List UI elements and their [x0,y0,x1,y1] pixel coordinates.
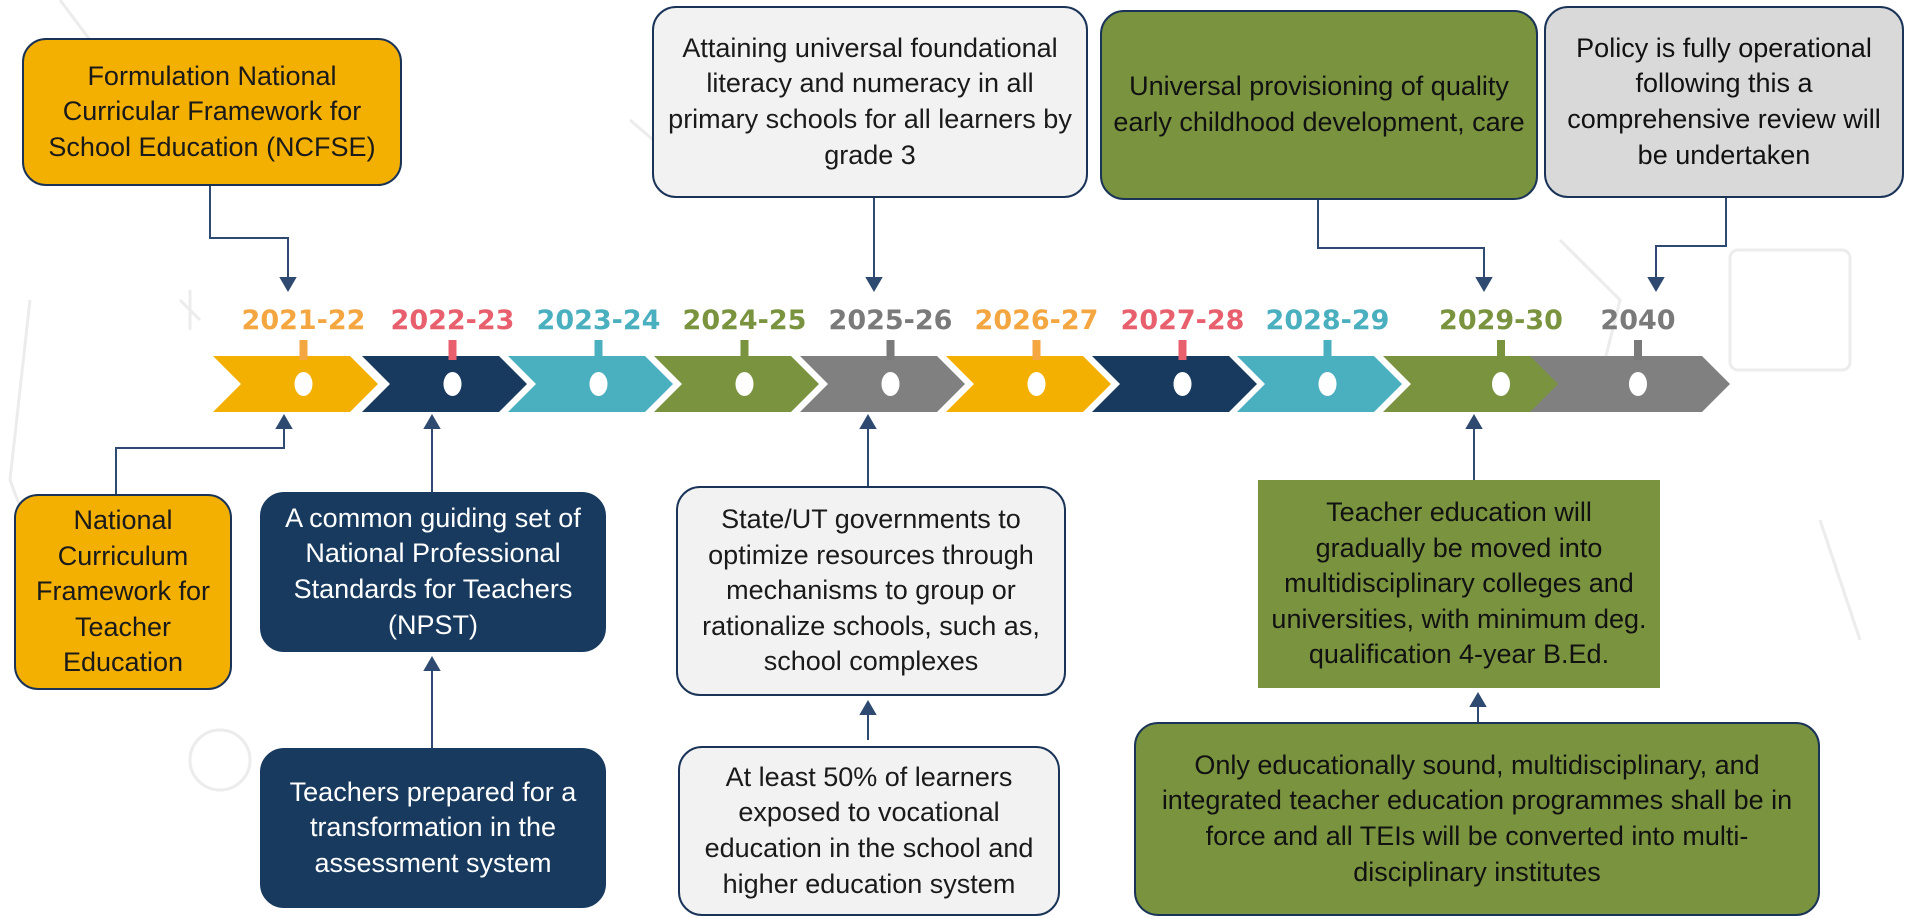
year-tick [1032,340,1041,360]
year-label: 2029-30 [1439,305,1563,336]
year-tick [1634,340,1642,360]
year-label: 2027-28 [1120,305,1245,336]
milestone-ncfse: Formulation National Curricular Framewor… [22,38,402,186]
year-label: 2024-25 [682,305,807,336]
milestone-ncfte: National Curriculum Framework for Teache… [14,494,232,690]
timeline-dot [735,372,754,396]
timeline-dot [1173,372,1192,396]
timeline-dot [1027,372,1046,396]
year-tick [299,340,308,360]
milestone-policy-operational: Policy is fully operational following th… [1544,6,1904,198]
connector-line [209,186,289,290]
year-label: 2023-24 [536,305,661,336]
milestone-state-ut-governments: State/UT governments to optimize resourc… [676,486,1066,696]
milestone-npst: A common guiding set of National Profess… [260,492,606,652]
timeline-dot [443,372,462,396]
connector-arrowhead [1465,414,1483,429]
milestone-foundational-literacy: Attaining universal foundational literac… [652,6,1088,198]
year-tick [1323,340,1332,360]
year-tick [594,340,603,360]
connector-line [1317,200,1485,290]
milestone-assessment-system: Teachers prepared for a transformation i… [260,748,606,908]
timeline-dot [1318,372,1337,396]
connector-arrowhead [423,656,441,671]
milestone-integrated-programmes: Only educationally sound, multidisciplin… [1134,722,1820,916]
timeline-dot [294,372,313,396]
year-tick [886,340,895,360]
year-tick [448,340,457,360]
milestone-teacher-education: Teacher education will gradually be move… [1258,480,1660,688]
timeline-dot [1629,372,1647,396]
year-label: 2040 [1600,305,1676,336]
connector-arrowhead [859,414,877,429]
connector-arrowhead [1469,692,1487,707]
milestone-vocational-education: At least 50% of learners exposed to voca… [678,746,1060,916]
connector-line [1655,198,1727,290]
connector-arrowhead [865,277,883,292]
year-tick [740,340,749,360]
year-label: 2021-22 [241,305,366,336]
timeline-dot [1492,372,1510,396]
milestone-early-childhood: Universal provisioning of quality early … [1100,10,1538,200]
connector-arrowhead [275,414,293,429]
year-label: 2022-23 [390,305,515,336]
year-tick [1178,340,1187,360]
year-tick [1497,340,1505,360]
connector-arrowhead [1647,277,1665,292]
year-label: 2025-26 [828,305,953,336]
year-label: 2028-29 [1265,305,1390,336]
timeline-dot [589,372,608,396]
connector-arrowhead [1475,277,1493,292]
connector-line [115,416,285,494]
connector-arrowhead [859,700,877,715]
year-label: 2026-27 [974,305,1099,336]
connector-arrowhead [423,414,441,429]
connector-arrowhead [279,277,297,292]
timeline-dot [881,372,900,396]
